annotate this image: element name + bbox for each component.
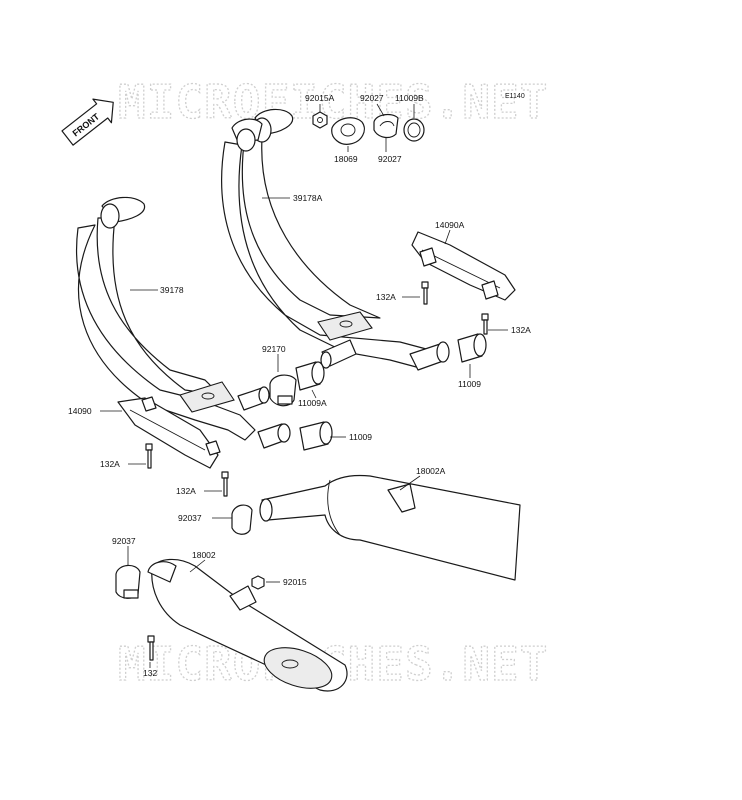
- label-92015: 92015: [283, 577, 307, 587]
- bolt-132A-upper: [421, 281, 429, 305]
- label-18002: 18002: [192, 550, 216, 560]
- flange-18069: [331, 117, 365, 145]
- leader-lines: [100, 103, 508, 668]
- label-14090: 14090: [68, 406, 92, 416]
- label-14090A: 14090A: [435, 220, 465, 230]
- front-direction-marker: FRONT: [61, 98, 114, 146]
- label-11009-lower: 11009: [349, 432, 372, 442]
- label-92170: 92170: [262, 344, 286, 354]
- bolt-132: [147, 635, 155, 661]
- bolt-132A-right: [481, 313, 489, 335]
- label-39178A: 39178A: [293, 193, 323, 203]
- label-92015A: 92015A: [305, 93, 335, 103]
- label-132: 132: [143, 668, 157, 678]
- label-11009A: 11009A: [298, 398, 327, 408]
- exhaust-header-39178A: [221, 108, 450, 371]
- label-132A-right: 132A: [511, 325, 531, 335]
- clamp-92037-lower: [115, 564, 141, 599]
- label-132A-left: 132A: [100, 459, 120, 469]
- bolt-132A-lower: [221, 471, 229, 497]
- label-18002A: 18002A: [416, 466, 446, 476]
- gasket-11009-upper: [457, 333, 487, 363]
- muffler-18002: [147, 558, 348, 692]
- label-11009B: 11009B: [395, 93, 424, 103]
- label-39178: 39178: [160, 285, 184, 295]
- gasket-11009A: [295, 361, 325, 391]
- exhaust-header-39178: [75, 196, 291, 449]
- nut-92015: [251, 575, 265, 590]
- label-11009-upper: 11009: [458, 379, 481, 389]
- label-132A-lower: 132A: [176, 486, 196, 496]
- gasket-11009B: [403, 118, 425, 142]
- heat-guard-14090: [117, 396, 221, 469]
- label-18069: 18069: [334, 154, 358, 164]
- watermark-top: MICROFICHES.NET: [118, 75, 548, 129]
- nut-92015A: [312, 111, 328, 129]
- muffler-18002A: [259, 474, 521, 581]
- label-92027-bottom: 92027: [378, 154, 402, 164]
- bolt-132A-left: [145, 443, 153, 469]
- label-92037-upper: 92037: [178, 513, 202, 523]
- clamp-92170: [269, 374, 297, 407]
- part-labels: 92015A 92027 11009B 18069 92027 39178A 3…: [68, 93, 531, 678]
- diagram-id: E1140: [505, 93, 525, 100]
- split-keeper-92027: [373, 113, 399, 139]
- gasket-11009-lower: [299, 421, 333, 451]
- clamp-92037-upper: [231, 504, 253, 535]
- heat-guard-14090A: [411, 231, 516, 301]
- label-92027-top: 92027: [360, 93, 384, 103]
- label-132A-upper: 132A: [376, 292, 396, 302]
- label-92037-lower: 92037: [112, 536, 136, 546]
